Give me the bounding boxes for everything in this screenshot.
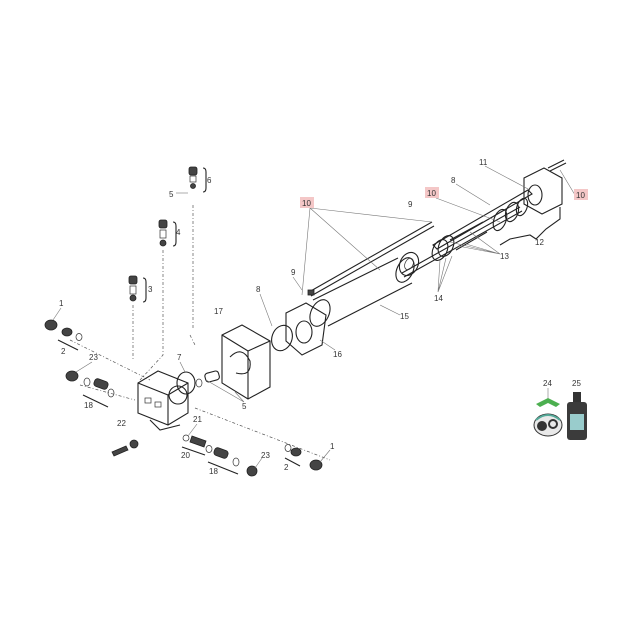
- callout-5: 5: [242, 402, 247, 411]
- leader-lines: [52, 165, 576, 469]
- callout-24: 24: [543, 379, 552, 388]
- callout-20: 20: [181, 451, 190, 460]
- seal-kit-icon: [533, 398, 563, 437]
- callout-2: 2: [284, 463, 289, 472]
- callout-21: 21: [193, 415, 202, 424]
- callout-18: 18: [84, 401, 93, 410]
- callout-13: 13: [500, 252, 509, 261]
- callout-10: 10: [427, 189, 436, 198]
- callout-5: 5: [169, 190, 174, 199]
- callout-8: 8: [451, 176, 456, 185]
- callout-9: 9: [408, 200, 413, 209]
- callout-labels: 6 5 4 3 1 2 23 18 22 7 5 17 8 9 10 16 15…: [59, 158, 585, 476]
- callout-15: 15: [400, 312, 409, 321]
- valve-stack-4: [158, 219, 177, 247]
- callout-6: 6: [207, 176, 212, 185]
- oil-bottle-icon: [567, 392, 587, 440]
- callout-8: 8: [256, 285, 261, 294]
- callout-10: 10: [302, 199, 311, 208]
- callout-7: 7: [177, 353, 182, 362]
- callout-18: 18: [209, 467, 218, 476]
- callout-11: 11: [479, 158, 488, 167]
- callout-2: 2: [61, 347, 66, 356]
- highlight-boxes: [300, 187, 588, 208]
- callout-17: 17: [214, 307, 223, 316]
- callout-1: 1: [330, 442, 335, 451]
- callout-25: 25: [572, 379, 581, 388]
- callout-23: 23: [89, 353, 98, 362]
- callout-4: 4: [176, 228, 181, 237]
- callout-23: 23: [261, 451, 270, 460]
- assembly-axes: [69, 205, 331, 461]
- callout-10: 10: [576, 191, 585, 200]
- callout-22: 22: [117, 419, 126, 428]
- callout-16: 16: [333, 350, 342, 359]
- valve-stack-6: [188, 166, 207, 193]
- callout-1: 1: [59, 299, 64, 308]
- pump-head: [137, 370, 220, 431]
- lower-fittings: [111, 434, 323, 477]
- callout-14: 14: [434, 294, 443, 303]
- end-cap: [499, 159, 567, 246]
- valve-stack-3: [128, 275, 147, 303]
- cylinder-assembly: [307, 189, 533, 327]
- fitting-group-left: [44, 319, 115, 408]
- housing: [221, 302, 327, 400]
- callout-9: 9: [291, 268, 296, 277]
- callout-3: 3: [148, 285, 153, 294]
- callout-12: 12: [535, 238, 544, 247]
